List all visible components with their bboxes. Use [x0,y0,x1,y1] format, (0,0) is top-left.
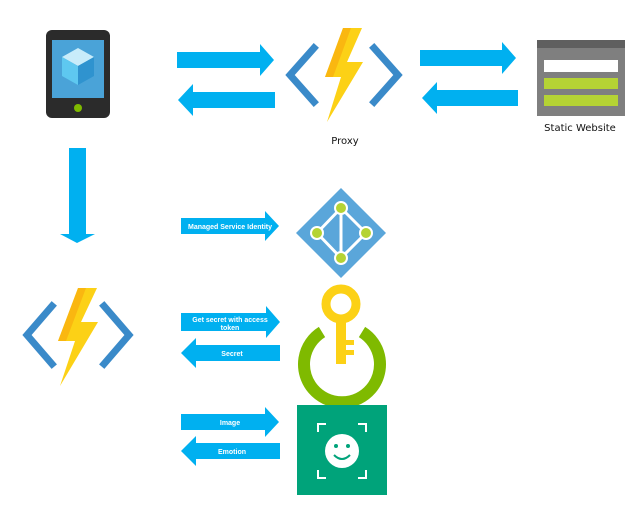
managed-identity-icon [296,188,386,278]
static-website-icon [537,40,625,116]
arrow-emotion: Emotion [181,436,280,466]
arrow-managed-identity: Managed Service Identity [181,211,279,241]
arrow-right [177,44,274,76]
proxy-label: Proxy [331,136,358,147]
svg-text:Secret: Secret [221,351,243,358]
svg-text:Emotion: Emotion [218,449,246,456]
svg-text:Get secret with access: Get secret with access [192,317,268,324]
face-recognition-icon [297,405,387,495]
proxy-function-icon [285,28,403,122]
static-website-label: Static Website [544,123,616,134]
mobile-device-icon [46,30,110,118]
arrow-image: Image [181,407,279,437]
svg-text:Image: Image [220,420,240,427]
arrow-right [420,42,516,74]
svg-text:token: token [221,325,240,332]
function-app-icon [22,288,134,386]
arrow-left [422,82,518,114]
arrow-left [178,84,275,116]
key-vault-icon [298,284,386,409]
arrow-get-secret: Get secret with access token [181,306,280,338]
arrow-secret: Secret [181,338,280,368]
svg-text:Managed Service Identity: Managed Service Identity [188,224,272,231]
arrow-down [60,148,95,243]
